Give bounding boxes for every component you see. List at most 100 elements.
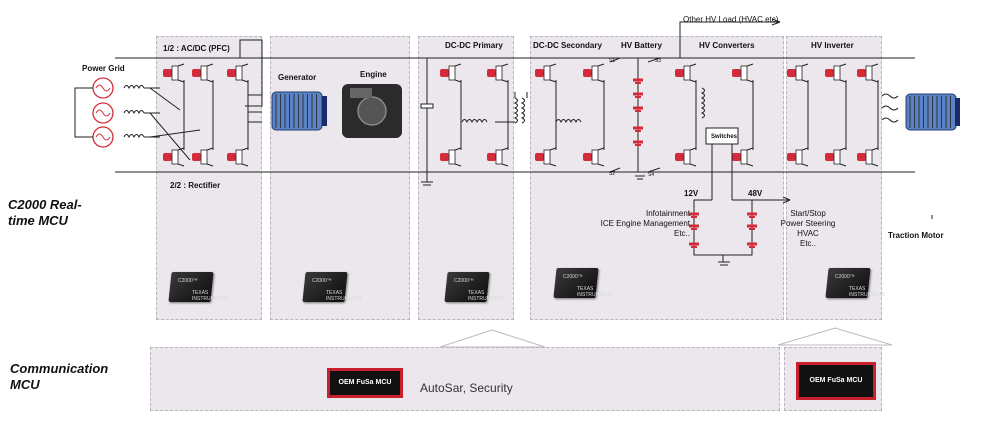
switch-gate-marker: [192, 69, 201, 77]
wire: [206, 147, 214, 151]
transistor-switch: [740, 65, 748, 81]
wire: [454, 79, 462, 83]
transistor-switch: [235, 65, 243, 81]
transistor-switch: [683, 65, 691, 81]
wire: [782, 196, 791, 201]
wire: [771, 21, 781, 26]
battery-cell: [689, 242, 699, 246]
battery-cell: [635, 110, 641, 112]
capacitor: [420, 103, 434, 109]
battery-cell: [691, 216, 697, 218]
battery-cell: [749, 246, 755, 248]
sine-wave-icon: [95, 109, 111, 117]
transistor-switch: [591, 65, 599, 81]
battery-cell: [691, 246, 697, 248]
transistor-switch: [865, 149, 873, 165]
battery-cell: [749, 216, 755, 218]
switch-gate-marker: [583, 153, 592, 161]
battery-cell: [689, 224, 699, 228]
dcdc-primary-label: DC-DC Primary: [445, 41, 503, 50]
switch-gate-marker: [227, 69, 236, 77]
switch-gate-marker: [163, 69, 172, 77]
wire: [177, 147, 185, 151]
load-line: Etc..: [799, 239, 816, 248]
inductor: [123, 110, 145, 115]
load-line: HVAC: [797, 229, 819, 238]
load-line: Infotainment: [645, 209, 690, 218]
power-grid-label: Power Grid: [82, 64, 125, 73]
switch-gate-marker: [163, 153, 172, 161]
inductor: [123, 85, 145, 90]
transistor-switch: [448, 149, 456, 165]
traction-motor-label: Traction Motor: [888, 231, 944, 240]
wire: [647, 57, 661, 63]
battery-cell: [633, 106, 643, 110]
wire: [597, 79, 605, 83]
transistor-switch: [740, 149, 748, 165]
wire: [501, 163, 509, 167]
inductor: [520, 97, 525, 124]
inductor: [555, 119, 582, 124]
inductor: [461, 119, 488, 124]
battery-cell: [689, 212, 699, 216]
wire: [454, 147, 462, 151]
ac-wave-icon: [881, 93, 899, 99]
wire: [149, 112, 191, 161]
transistor-switch: [495, 65, 503, 81]
v48-label: 48V: [748, 189, 763, 198]
rectifier-label: 2/2 : Rectifier: [170, 181, 221, 190]
battery-cell: [635, 96, 641, 98]
wire: [609, 57, 621, 63]
generator-label: Generator: [278, 73, 317, 82]
switch-gate-marker: [583, 69, 592, 77]
inductor: [700, 87, 705, 119]
wire: [239, 39, 263, 107]
ac-wave-icon: [881, 117, 899, 123]
acdc-label: 1/2 : AC/DC (PFC): [163, 44, 230, 53]
wire: [746, 147, 754, 151]
wire: [871, 63, 879, 67]
load-line: Start/Stop: [790, 209, 826, 218]
switch-gate-marker: [487, 153, 496, 161]
s1-label: S1: [609, 58, 616, 64]
switch-gate-marker: [487, 69, 496, 77]
wire: [801, 63, 809, 67]
startstop-loads: Start/Stop Power Steering HVAC Etc..: [768, 209, 848, 249]
wire: [689, 79, 697, 83]
transistor-switch: [795, 65, 803, 81]
switch-gate-marker: [787, 153, 796, 161]
switch-gate-marker: [535, 153, 544, 161]
wire: [597, 147, 605, 151]
wire: [597, 163, 605, 167]
wire: [149, 87, 181, 111]
infotainment-loads: Infotainment ICE Engine Management Etc..: [590, 209, 690, 239]
transistor-switch: [591, 149, 599, 165]
engine-flywheel: [357, 96, 387, 126]
wire: [501, 147, 509, 151]
wire: [746, 163, 754, 167]
communication-mcu-label: Communication MCU: [10, 361, 109, 392]
battery-cell: [691, 228, 697, 230]
switch-gate-marker: [535, 69, 544, 77]
hv-inverter-label: HV Inverter: [811, 41, 854, 50]
transistor-switch: [543, 65, 551, 81]
wire: [177, 163, 185, 167]
wire: [871, 147, 879, 151]
wire: [647, 167, 661, 173]
switch-gate-marker: [227, 153, 236, 161]
wire: [871, 163, 879, 167]
wire: [746, 79, 754, 83]
switch-gate-marker: [192, 153, 201, 161]
wire: [177, 79, 185, 83]
wire: [689, 63, 697, 67]
transistor-switch: [543, 149, 551, 165]
transistor-switch: [865, 65, 873, 81]
wire: [206, 63, 214, 67]
switches-label: Switches: [711, 134, 738, 140]
wire: [241, 163, 249, 167]
generator-shaft: [322, 96, 327, 126]
